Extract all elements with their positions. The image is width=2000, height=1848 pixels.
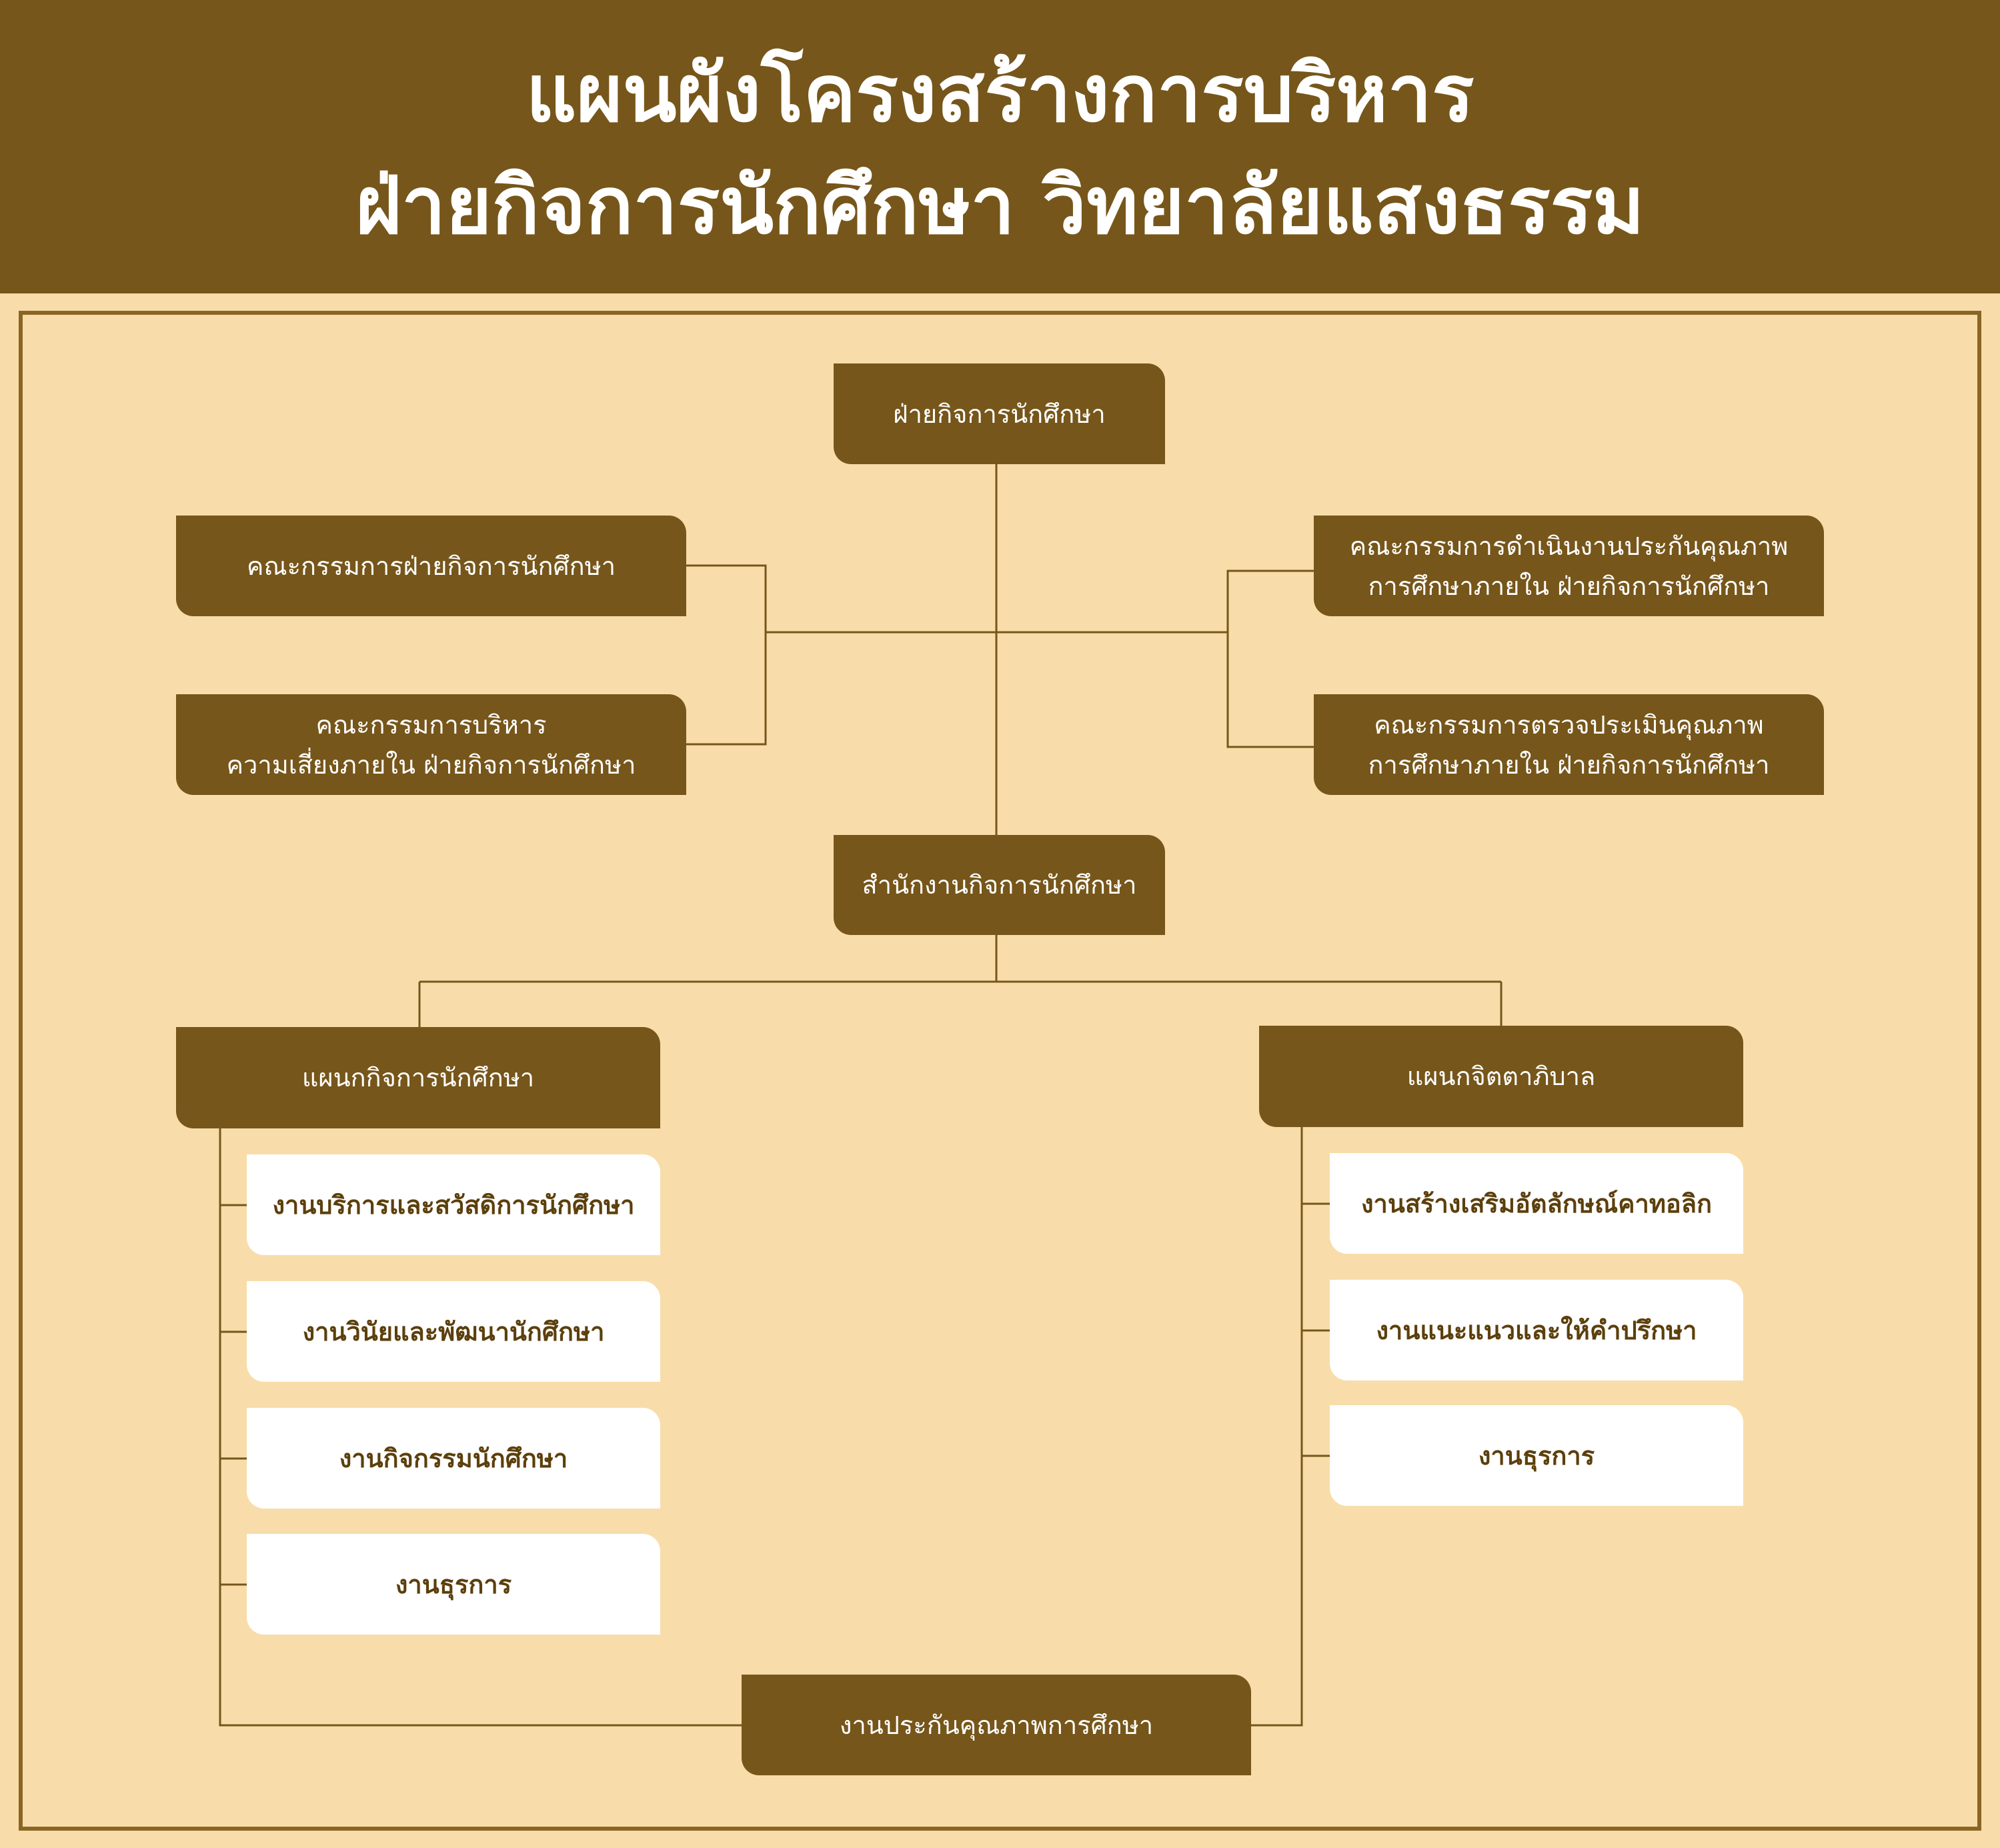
page-header: แผนผังโครงสร้างการบริหาร ฝ่ายกิจการนักศึ… — [0, 0, 2000, 293]
unit-admin-right: งานธุรการ — [1330, 1405, 1743, 1506]
unit-label: งานวินัยและพัฒนานักศึกษา — [302, 1316, 605, 1346]
connector-left-committees — [686, 564, 767, 746]
node-label-line-1: คณะกรรมการตรวจประเมินคุณภาพ — [1374, 710, 1764, 740]
node-committee-qa-operation: คณะกรรมการดำเนินงานประกันคุณภาพ การศึกษา… — [1314, 516, 1824, 616]
unit-label: งานกิจกรรมนักศึกษา — [339, 1443, 568, 1473]
node-student-affairs-division: ฝ่ายกิจการนักศึกษา — [834, 363, 1165, 464]
unit-catholic-identity: งานสร้างเสริมอัตลักษณ์คาทอลิก — [1330, 1153, 1743, 1254]
connector-right-spine — [1251, 1127, 1303, 1727]
node-committee-student-affairs: คณะกรรมการฝ่ายกิจการนักศึกษา — [176, 516, 686, 616]
unit-student-activities: งานกิจกรรมนักศึกษา — [247, 1408, 660, 1509]
unit-label: งานบริการและสวัสดิการนักศึกษา — [272, 1190, 635, 1220]
page-title-line-1: แผนผังโครงสร้างการบริหาร — [526, 47, 1474, 139]
page-title-line-2: ฝ่ายกิจการนักศึกษา วิทยาลัยแสงธรรม — [355, 159, 1645, 251]
node-label-line-2: การศึกษาภายใน ฝ่ายกิจการนักศึกษา — [1368, 750, 1770, 780]
node-label-line-2: การศึกษาภายใน ฝ่ายกิจการนักศึกษา — [1368, 571, 1770, 601]
node-label: แผนกกิจการนักศึกษา — [301, 1063, 535, 1092]
unit-student-services-welfare: งานบริการและสวัสดิการนักศึกษา — [247, 1154, 660, 1255]
node-label: แผนกจิตตาภิบาล — [1406, 1062, 1596, 1091]
node-label: สำนักงานกิจการนักศึกษา — [862, 870, 1137, 900]
node-quality-assurance: งานประกันคุณภาพการศึกษา — [742, 1675, 1251, 1775]
unit-guidance-counseling: งานแนะแนวและให้คำปรึกษา — [1330, 1280, 1743, 1380]
unit-label: งานแนะแนวและให้คำปรึกษา — [1376, 1315, 1697, 1345]
node-student-affairs-office: สำนักงานกิจการนักศึกษา — [834, 835, 1165, 935]
node-label: คณะกรรมการฝ่ายกิจการนักศึกษา — [246, 551, 616, 581]
unit-admin-left: งานธุรการ — [247, 1534, 660, 1635]
node-dept-student-affairs: แผนกกิจการนักศึกษา — [176, 1027, 660, 1128]
node-label-line-1: คณะกรรมการดำเนินงานประกันคุณภาพ — [1349, 531, 1789, 561]
unit-discipline-development: งานวินัยและพัฒนานักศึกษา — [247, 1281, 660, 1382]
node-committee-qa-assessment: คณะกรรมการตรวจประเมินคุณภาพ การศึกษาภายใ… — [1314, 694, 1824, 795]
node-dept-pastoral: แผนกจิตตาภิบาล — [1259, 1026, 1743, 1127]
unit-label: งานธุรการ — [395, 1569, 512, 1599]
node-label: ฝ่ายกิจการนักศึกษา — [893, 399, 1106, 429]
unit-label: งานสร้างเสริมอัตลักษณ์คาทอลิก — [1360, 1188, 1713, 1218]
node-label-line-1: คณะกรรมการบริหาร — [315, 710, 547, 740]
node-label-line-2: ความเสี่ยงภายใน ฝ่ายกิจการนักศึกษา — [226, 750, 636, 780]
connector-left-spine — [219, 1128, 742, 1727]
node-label: งานประกันคุณภาพการศึกษา — [839, 1710, 1154, 1740]
connector-right-committees — [1226, 570, 1314, 748]
node-committee-risk-management: คณะกรรมการบริหาร ความเสี่ยงภายใน ฝ่ายกิจ… — [176, 694, 686, 795]
unit-label: งานธุรการ — [1478, 1441, 1595, 1471]
chart-frame — [19, 311, 1981, 1831]
